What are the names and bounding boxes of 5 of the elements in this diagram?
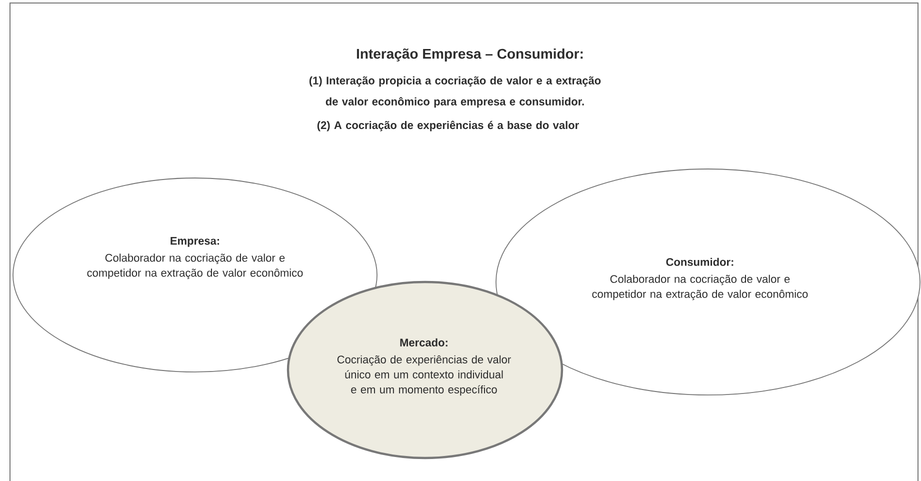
title: Interação Empresa – Consumidor: xyxy=(356,48,583,62)
note-text: (2) A cocriação de experiências é a base do valor xyxy=(317,120,579,132)
note-text: (1) Interação propicia a cocriação de valor e a extração de valor econômico para empresa e consumidor. xyxy=(309,76,601,108)
node-label: Consumidor: xyxy=(666,258,734,266)
node-label: Colaborador na cocriação de valor e competidor na extração de valor econômico xyxy=(592,274,808,300)
